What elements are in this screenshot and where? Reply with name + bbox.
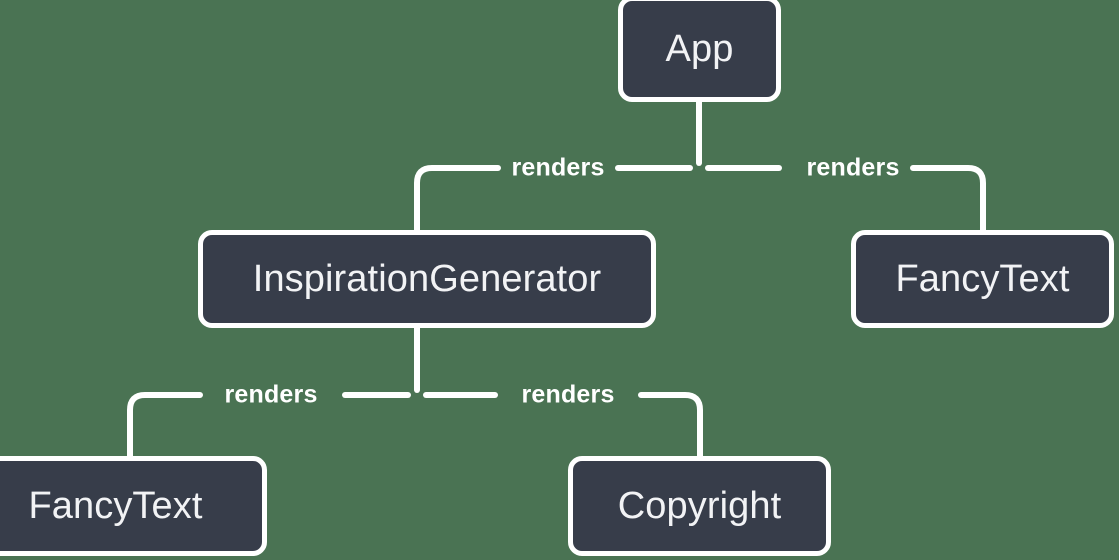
node-fancytext-right[interactable]: FancyText: [851, 230, 1114, 328]
node-fancytext-bottom-left-label: FancyText: [28, 484, 203, 527]
edge-label-app-to-inspiration-generator: renders: [511, 153, 605, 182]
node-app-label: App: [665, 27, 734, 70]
node-copyright[interactable]: Copyright: [568, 456, 831, 556]
edge-inspiration-generator-to-copyright-tail: [638, 392, 703, 459]
node-app[interactable]: App: [618, 0, 781, 102]
node-inspiration-generator[interactable]: InspirationGenerator: [198, 230, 656, 328]
edge-app-to-fancytext-right-tail: [910, 165, 986, 233]
edge-label-inspiration-generator-to-copyright: renders: [521, 380, 615, 409]
node-copyright-label: Copyright: [617, 484, 782, 527]
edge-app-to-inspiration-generator-tail: [414, 165, 501, 233]
node-fancytext-right-label: FancyText: [895, 257, 1070, 300]
edge-inspiration-generator-to-fancytext-tail: [127, 392, 203, 459]
node-inspiration-generator-label: InspirationGenerator: [252, 257, 602, 300]
node-fancytext-bottom-left[interactable]: FancyText: [0, 456, 267, 556]
edge-label-app-to-fancytext-right: renders: [806, 153, 900, 182]
edge-label-inspiration-generator-to-fancytext: renders: [224, 380, 318, 409]
